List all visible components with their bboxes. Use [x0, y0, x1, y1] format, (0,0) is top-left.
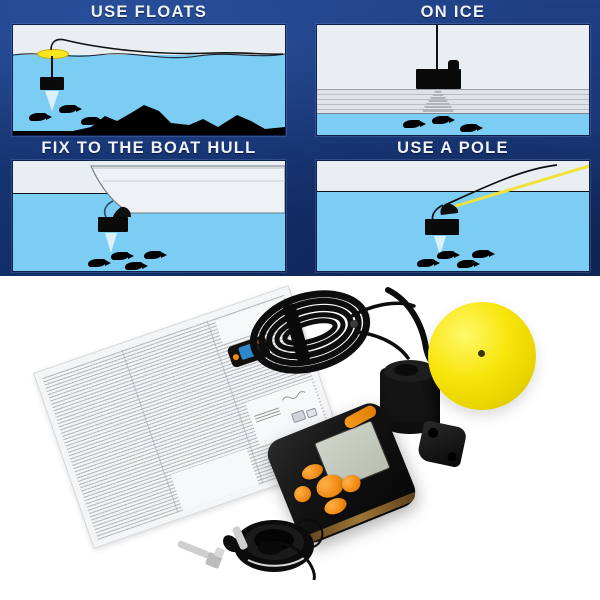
boat-hull [90, 165, 285, 214]
panel-title-use-floats: USE FLOATS [90, 3, 208, 21]
rocky-bottom [13, 105, 285, 135]
fish-silhouette [144, 251, 162, 259]
panel-use-a-pole: USE A POLE [312, 138, 594, 272]
cable-connector [350, 320, 358, 328]
left-button[interactable] [291, 483, 314, 505]
manual-thumbnail-button [232, 353, 240, 361]
cable-coil [248, 276, 418, 396]
fish-silhouette [125, 262, 143, 270]
ice-line [317, 89, 589, 90]
panel-use-floats: USE FLOATS [8, 2, 290, 136]
water [317, 114, 589, 135]
sonar-cone [422, 89, 454, 112]
float-cable [50, 38, 284, 55]
yellow-float-disc [428, 302, 536, 410]
water-line [317, 191, 589, 192]
sonar-cone [105, 233, 117, 253]
mount-bracket [103, 200, 131, 218]
fish-silhouette [437, 251, 455, 259]
clamp-strap [258, 538, 328, 582]
fish-silhouette [29, 113, 47, 121]
fish-silhouette [81, 117, 99, 125]
scene-use-floats [12, 24, 286, 136]
transducer [40, 77, 64, 90]
panel-fix-to-boat-hull: FIX TO THE BOAT HULL [8, 138, 290, 272]
clamp-strap-shape [258, 540, 316, 581]
transducer-connector [448, 60, 459, 71]
fish-silhouette [472, 250, 490, 258]
transducer-sensor [380, 360, 440, 434]
fish-silhouette [111, 252, 129, 260]
cable-coil-loops [249, 290, 416, 374]
panel-title-use-a-pole: USE A POLE [397, 139, 509, 157]
sky [317, 161, 589, 191]
panel-on-ice: ON ICE [312, 2, 594, 136]
scene-fix-to-boat-hull [12, 160, 286, 272]
scene-use-a-pole [316, 160, 590, 272]
fish-silhouette [59, 105, 77, 113]
velcro-strap [282, 303, 311, 362]
bracket-screw-hole [446, 451, 458, 463]
fish-silhouette [417, 259, 435, 267]
float-cable-hole [478, 350, 485, 357]
mounting-bracket [416, 419, 468, 469]
bracket-screw-hole [427, 426, 440, 439]
down-button[interactable] [322, 494, 349, 518]
yellow-float [37, 49, 69, 59]
sensor-wire [436, 25, 438, 69]
product-photo [0, 276, 600, 600]
transducer-base [388, 422, 432, 434]
transducer-cable-port [394, 364, 418, 376]
ice-line [317, 94, 589, 95]
instruction-banner: USE FLOATS [0, 0, 600, 276]
sensor-wire [51, 56, 53, 78]
panel-title-fix-to-boat-hull: FIX TO THE BOAT HULL [41, 139, 257, 157]
scene-on-ice [316, 24, 590, 136]
fish-silhouette [403, 120, 421, 128]
transducer [416, 69, 461, 89]
ice-line [317, 113, 589, 114]
panel-title-on-ice: ON ICE [420, 3, 486, 21]
mounting-screw [175, 538, 231, 572]
fish-silhouette [460, 124, 478, 132]
ice-line [317, 99, 589, 100]
ice-line [317, 104, 589, 105]
mounting-screw-shape [177, 540, 225, 569]
fish-silhouette [432, 116, 450, 124]
transducer [98, 217, 128, 232]
instruction-manual [33, 285, 349, 549]
fish-silhouette [88, 259, 106, 267]
transducer [425, 219, 459, 235]
manual-parts-diagram [254, 391, 318, 423]
sonar-cone [45, 91, 59, 111]
fish-silhouette [457, 260, 475, 268]
